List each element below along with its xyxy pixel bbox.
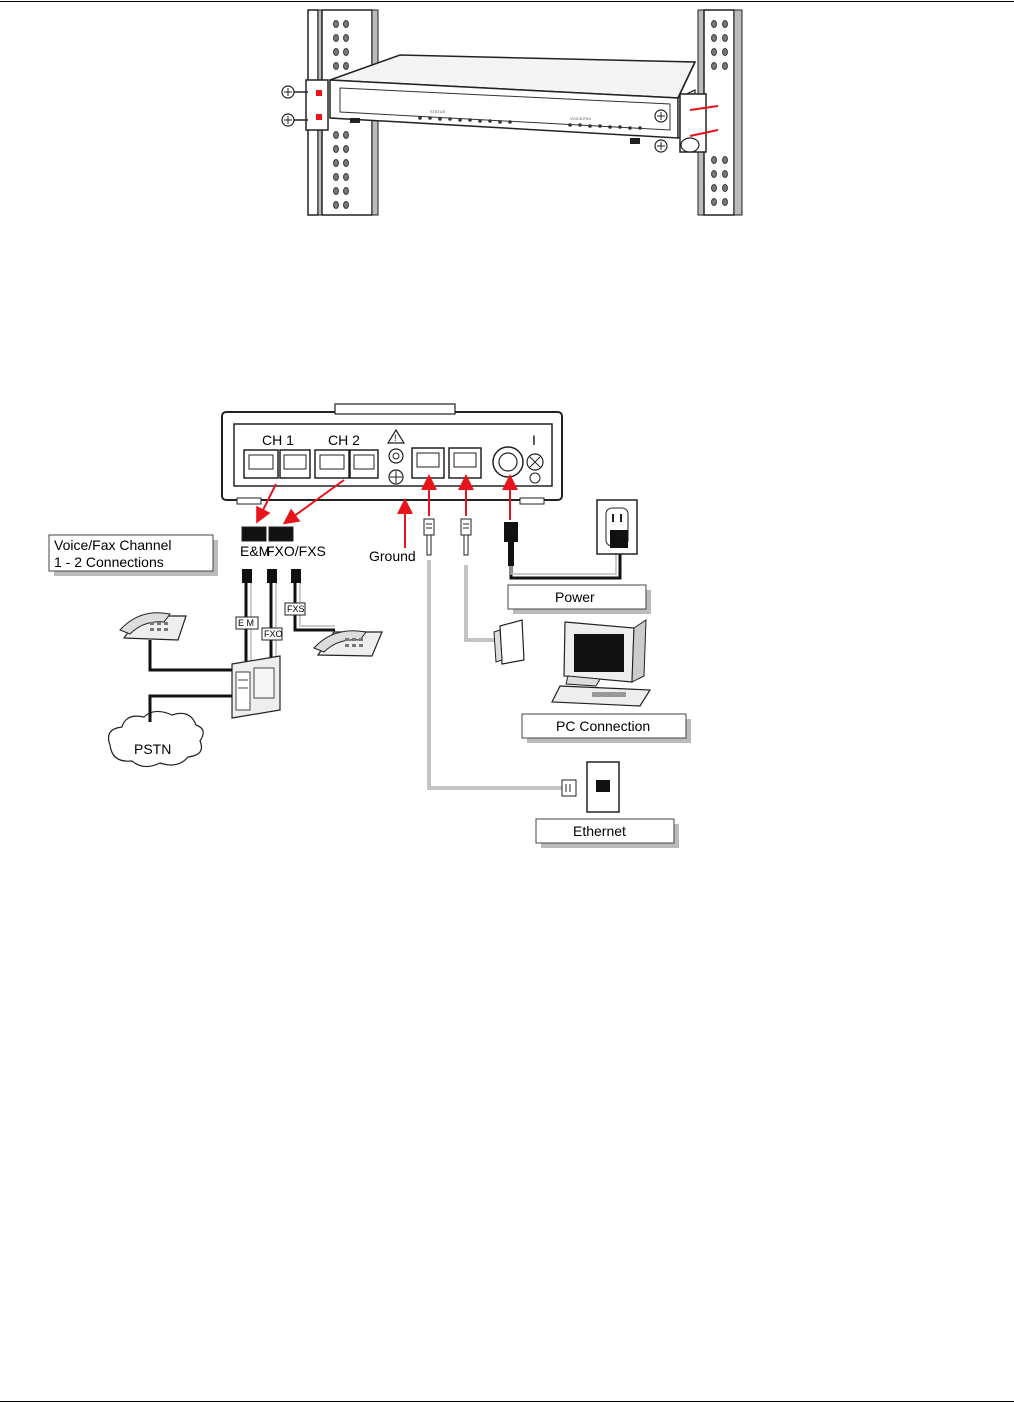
command-port — [448, 447, 482, 479]
fxo-cable-tag: FXO — [264, 629, 283, 639]
power-switch-label: I — [532, 432, 536, 448]
left-mounting-bracket — [281, 79, 329, 131]
serial-connector-icon — [493, 619, 525, 665]
ch2-port-1 — [314, 449, 350, 479]
power-jack — [492, 446, 524, 478]
em-plug-label: E&M — [240, 543, 270, 559]
right-mounting-bracket — [654, 93, 719, 153]
ch2-label: CH 2 — [328, 432, 360, 448]
pbx-icon — [231, 655, 281, 719]
em-cable-tag: E M — [238, 618, 254, 628]
fxo-fxs-plug-label: FXO/FXS — [266, 543, 326, 559]
wall-outlet-icon — [596, 499, 638, 555]
ch1-port-2 — [279, 449, 311, 479]
connection-diagram: CH 1 CH 2 I ! — [48, 403, 691, 848]
ethernet-callout-label: Ethernet — [573, 823, 626, 839]
pc-icon — [551, 619, 652, 707]
screw-icon — [281, 85, 308, 99]
device-back-panel: CH 1 CH 2 I ! — [221, 403, 563, 505]
telephone-icon — [313, 630, 383, 657]
ethernet-port — [411, 447, 445, 479]
top-rule — [0, 1, 1014, 2]
data-cables — [423, 518, 562, 790]
voice-fax-callout-line2: 1 - 2 Connections — [54, 554, 164, 570]
screw-icon — [654, 109, 668, 123]
pc-callout: PC Connection — [521, 713, 691, 743]
right-rack-rail — [697, 9, 743, 216]
telephone-icon — [119, 612, 232, 672]
power-callout: Power — [507, 584, 651, 614]
device-face-text-2: VOICE/FAX — [570, 116, 591, 121]
ch2-port-2 — [349, 449, 379, 479]
rack-mount-figure: STATUS VOICE/FAX — [281, 9, 743, 216]
bottom-rule — [0, 1401, 1014, 1402]
screw-icon — [654, 139, 668, 153]
pstn-cloud-icon: PSTN — [107, 694, 232, 768]
ground-terminal-icon — [388, 469, 404, 485]
fxs-cable-tag: FXS — [287, 604, 305, 614]
voice-cables: E M FXO FXS — [235, 569, 335, 664]
ethernet-wall-jack-icon — [561, 761, 620, 813]
pstn-label: PSTN — [134, 741, 171, 757]
port-arrows — [256, 474, 518, 548]
power-callout-label: Power — [555, 589, 595, 605]
pc-callout-label: PC Connection — [556, 718, 650, 734]
svg-text:!: ! — [394, 433, 397, 443]
audio-jack-icon — [388, 448, 404, 464]
rack-device: STATUS VOICE/FAX — [329, 54, 697, 144]
device-face-text-1: STATUS — [430, 109, 446, 114]
ch1-label: CH 1 — [262, 432, 294, 448]
ch1-port-1 — [243, 449, 279, 479]
voice-fax-callout: Voice/Fax Channel 1 - 2 Connections — [48, 534, 218, 576]
screw-icon — [281, 113, 308, 127]
voice-plugs: E&M FXO/FXS — [240, 526, 326, 559]
voice-fax-callout-line1: Voice/Fax Channel — [54, 537, 172, 553]
power-switch — [526, 453, 544, 484]
power-cord — [504, 522, 622, 580]
ethernet-callout: Ethernet — [535, 818, 679, 848]
ground-label: Ground — [369, 548, 416, 564]
warning-icon: ! — [386, 428, 406, 444]
